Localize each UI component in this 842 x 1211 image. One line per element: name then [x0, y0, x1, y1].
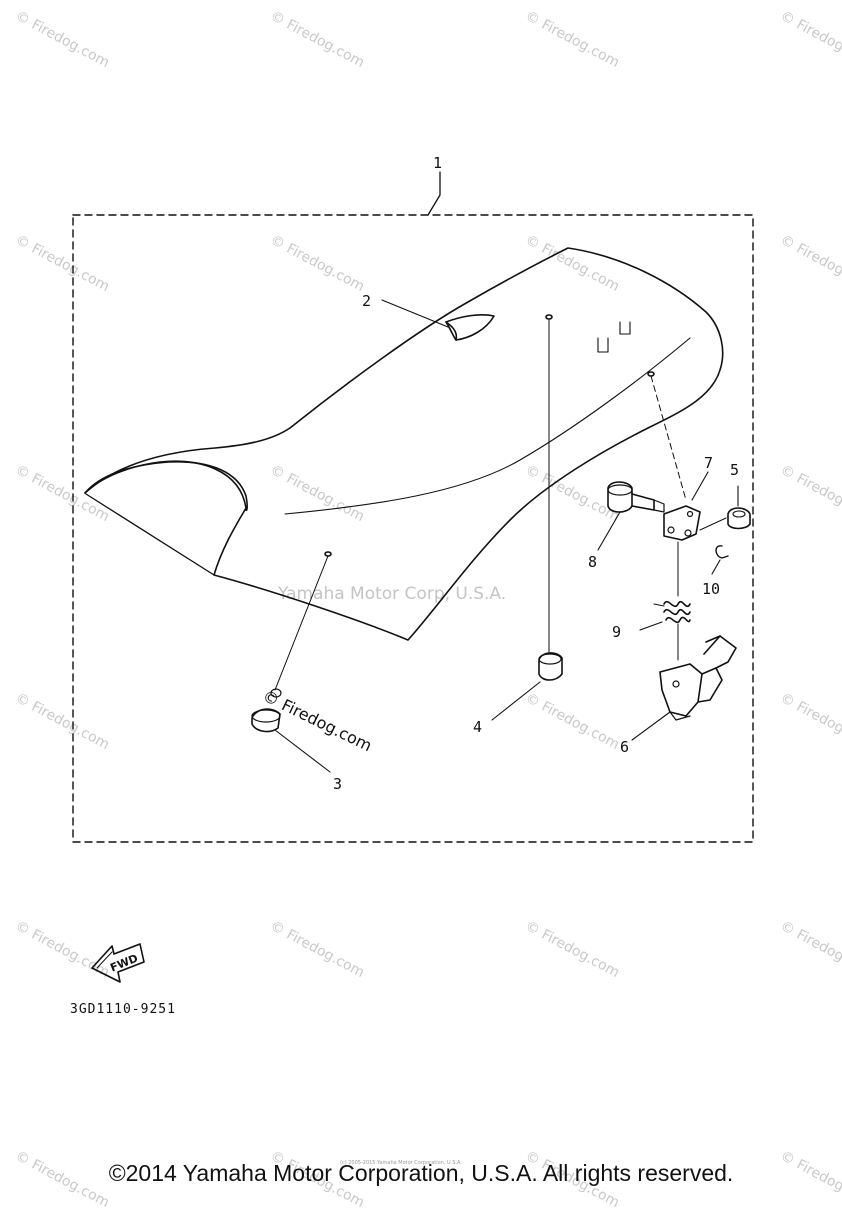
- callout-10: 10: [702, 580, 720, 598]
- callout-5: 5: [730, 461, 739, 479]
- callout-3: 3: [333, 775, 342, 793]
- fwd-label: FWD: [108, 952, 140, 975]
- fwd-arrow-icon: FWD: [91, 943, 145, 983]
- tiny-notice: (c) 2005-2015 Yamaha Motor Corporation, …: [340, 1160, 462, 1166]
- callout-9: 9: [612, 623, 621, 641]
- nut-part-5: [699, 485, 751, 531]
- seat-lock-part-6: [631, 635, 737, 741]
- callout-7: 7: [704, 454, 713, 472]
- clip-part-10: [711, 545, 729, 575]
- callout-4: 4: [473, 718, 482, 736]
- callout-8: 8: [588, 553, 597, 571]
- damper-part-4: [491, 319, 563, 721]
- assembly-frame: [72, 214, 754, 843]
- callout-2: 2: [362, 292, 371, 310]
- callout-1: 1: [433, 154, 442, 172]
- part-code: 3GD1110-9251: [70, 1002, 176, 1017]
- callout-6: 6: [620, 738, 629, 756]
- bolt-part-8: [597, 481, 665, 551]
- seat-assembly: [84, 247, 724, 641]
- copyright-footer: ©2014 Yamaha Motor Corporation, U.S.A. A…: [108, 1160, 734, 1186]
- spring-part-9: [639, 541, 691, 661]
- hook-part-7: [650, 375, 709, 541]
- damper-part-3: [251, 555, 331, 773]
